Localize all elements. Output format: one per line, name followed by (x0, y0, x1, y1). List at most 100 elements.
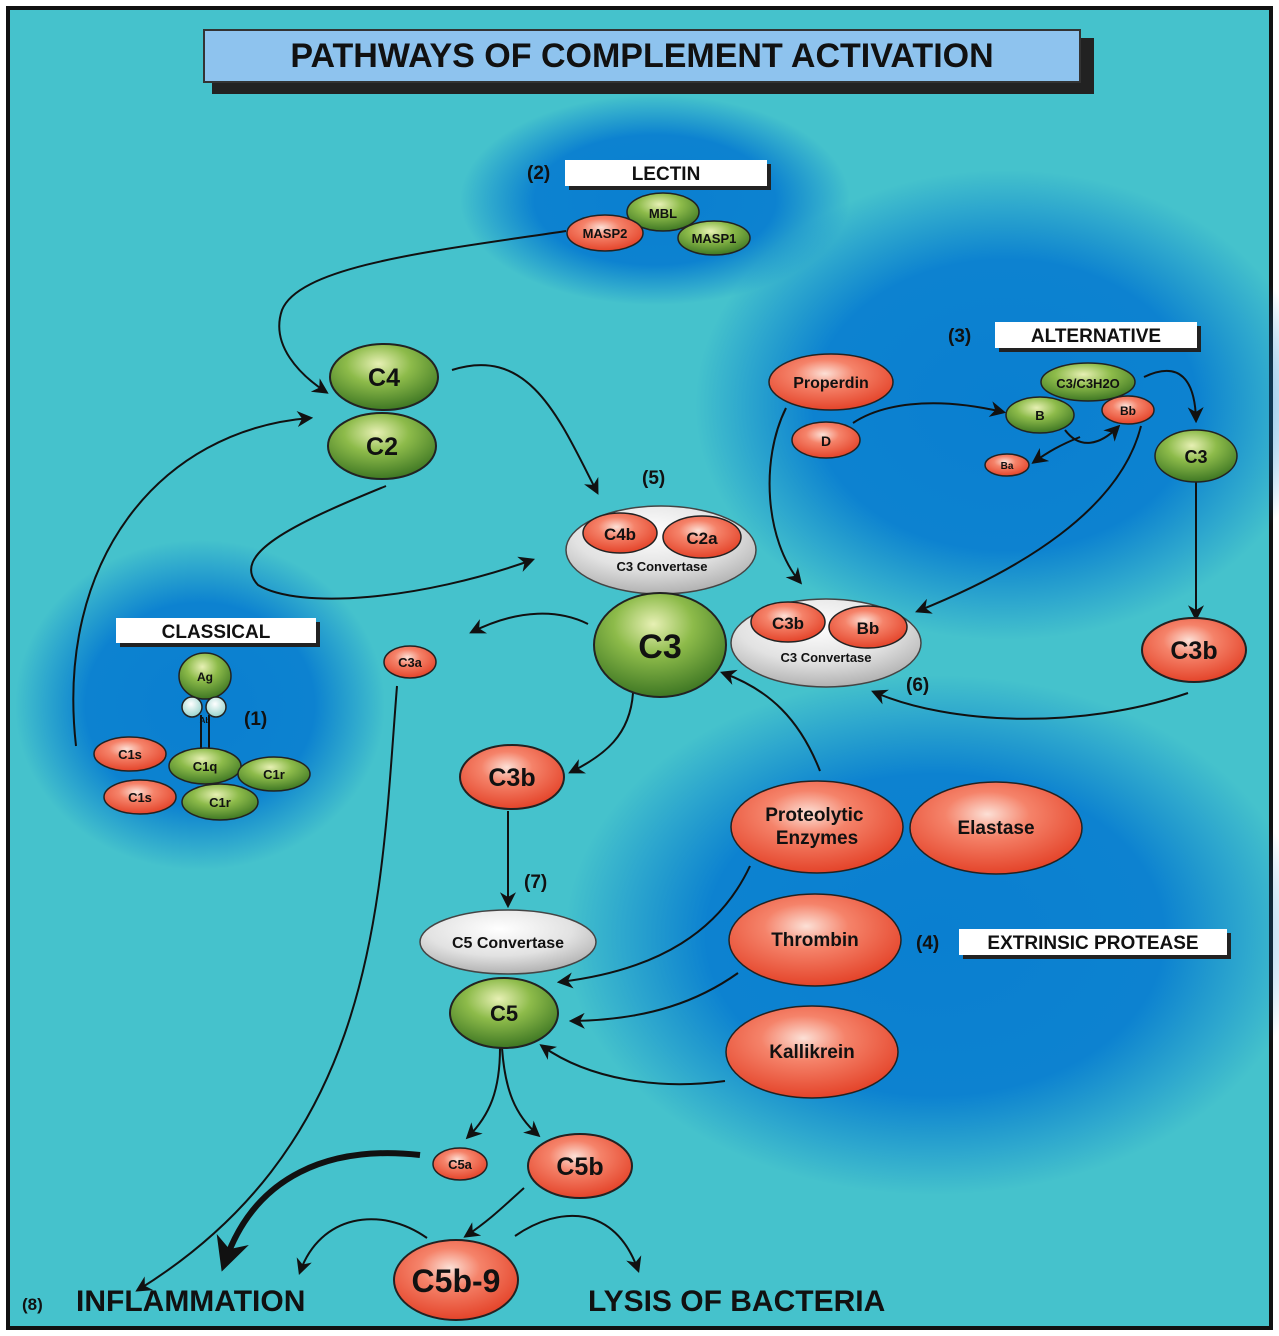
c5b9-label: C5b-9 (412, 1263, 501, 1299)
inflammation-label: INFLAMMATION (76, 1285, 305, 1318)
c2-node (327, 412, 437, 480)
alternative-label: ALTERNATIVE (1031, 326, 1161, 347)
lectin-label: LECTIN (632, 164, 701, 185)
c3b-conv-label: C3b (772, 614, 804, 633)
thrombin-label: Thrombin (771, 930, 859, 951)
c3a-label: C3a (398, 655, 423, 670)
c3-alt-label: C3 (1184, 447, 1207, 467)
c1r-node-1 (237, 756, 311, 792)
lectin-label-box (565, 160, 767, 186)
step-6-label: (6) (906, 675, 929, 696)
d-label: D (821, 433, 831, 449)
c1q-node (168, 747, 242, 785)
bb-conv-label: Bb (857, 619, 880, 638)
ab-label: Ab (200, 716, 211, 725)
c1s-node-1 (93, 736, 167, 772)
c3b-conv-node (750, 601, 826, 643)
arrow-proteolytic-to-c5 (556, 865, 751, 989)
c5b-label: C5b (556, 1153, 603, 1181)
alternative-number: (3) (948, 326, 971, 347)
proteolytic-line-1: Proteolytic (765, 805, 864, 826)
d-node (791, 421, 861, 459)
arrow-c5b9-to-lysis (514, 1214, 642, 1274)
bb-label: Bb (1120, 404, 1136, 418)
c1q-label: C1q (193, 759, 218, 774)
extrinsic-number: (4) (916, 933, 939, 954)
c4b-node (582, 512, 658, 554)
proteolytic-enzymes-label: Proteolytic Enzymes (765, 805, 868, 849)
arrow-classical-to-c2 (72, 411, 314, 747)
c5-label: C5 (490, 1001, 518, 1026)
arrow-c3-to-c3b-center (568, 692, 634, 774)
proteolytic-line-2: Enzymes (776, 828, 858, 849)
ag-label: Ag (197, 670, 213, 684)
c2a-label: C2a (686, 529, 718, 548)
bb-conv-node (828, 605, 908, 649)
c3-h2o-label: C3/C3H2O (1056, 376, 1120, 391)
c3-main-node (593, 592, 727, 698)
elastase-node (909, 781, 1083, 875)
lectin-number: (2) (527, 163, 550, 184)
masp1-node (677, 220, 751, 256)
arrow-proteolytic-to-c3 (719, 669, 821, 772)
arrow-c2-to-convertase (250, 485, 536, 600)
classical-label: CLASSICAL (162, 622, 271, 643)
title-box (203, 29, 1081, 83)
arrow-c5b9-to-inflammation (296, 1218, 428, 1276)
kallikrein-node (725, 1005, 899, 1099)
arrow-properdin-to-alt-convertase (768, 407, 803, 585)
bb-node (1101, 395, 1155, 425)
extrinsic-label: EXTRINSIC PROTEASE (987, 933, 1198, 954)
arrow-c3-to-c3a (469, 612, 589, 634)
c3-convertase-alternative-label: C3 Convertase (780, 650, 871, 665)
classical-complex: Ag Ab C1s C1q C1r C1s C1r (93, 652, 311, 821)
ba-label: Ba (1001, 461, 1014, 472)
c5-convertase-label: C5 Convertase (452, 935, 564, 952)
c4-label: C4 (368, 364, 400, 392)
kallikrein-label: Kallikrein (769, 1042, 855, 1063)
properdin-node (768, 353, 894, 411)
c4b-label: C4b (604, 525, 636, 544)
c4-node (329, 343, 439, 411)
alternative-halo (695, 170, 1279, 640)
classical-number: (1) (244, 709, 267, 730)
arrow-masp2-to-c4 (278, 230, 567, 394)
c5b-node (527, 1133, 633, 1199)
arrow-c3a-to-inflammation (135, 685, 398, 1292)
step-5-label: (5) (642, 468, 665, 489)
c3-alt-node (1154, 429, 1238, 483)
c5b9-node (393, 1239, 519, 1321)
arrow-d-to-b (852, 401, 1007, 424)
arrow-c4-to-convertase (451, 364, 599, 495)
arrow-kallikrein-to-c5 (539, 1044, 726, 1086)
extrinsic-label-box (959, 929, 1227, 955)
c5a-node (432, 1147, 488, 1181)
antibody-bead-right (205, 696, 227, 718)
c3b-right-label: C3b (1170, 637, 1217, 665)
ba-node (984, 453, 1030, 477)
arrow-b-to-bb (1064, 424, 1121, 444)
c5a-label: C5a (448, 1157, 473, 1172)
alternative-label-box (995, 322, 1197, 348)
arrow-c5-to-c5a (465, 1047, 501, 1140)
thrombin-node (728, 893, 902, 987)
step-7-label: (7) (524, 872, 547, 893)
masp2-node (566, 214, 644, 252)
step-8-label: (8) (22, 1295, 43, 1314)
arrow-b-to-ba (1031, 436, 1081, 464)
arrow-alt-c3-loop (1143, 370, 1204, 424)
elastase-label: Elastase (957, 818, 1034, 839)
classical-label-box (116, 618, 316, 643)
c3b-right-node (1141, 617, 1247, 683)
lectin-complex: MBL MASP2 MASP1 (566, 192, 751, 256)
antibody-bead-left (181, 696, 203, 718)
mbl-node (626, 192, 700, 232)
c3-convertase-classical-label: C3 Convertase (616, 559, 707, 574)
arrow-bb-to-alt-convertase (915, 425, 1142, 614)
c1r-label-1: C1r (263, 767, 285, 782)
c3a-node (383, 645, 437, 679)
c1r-label-2: C1r (209, 795, 231, 810)
b-label: B (1035, 408, 1044, 423)
b-node (1005, 396, 1075, 434)
